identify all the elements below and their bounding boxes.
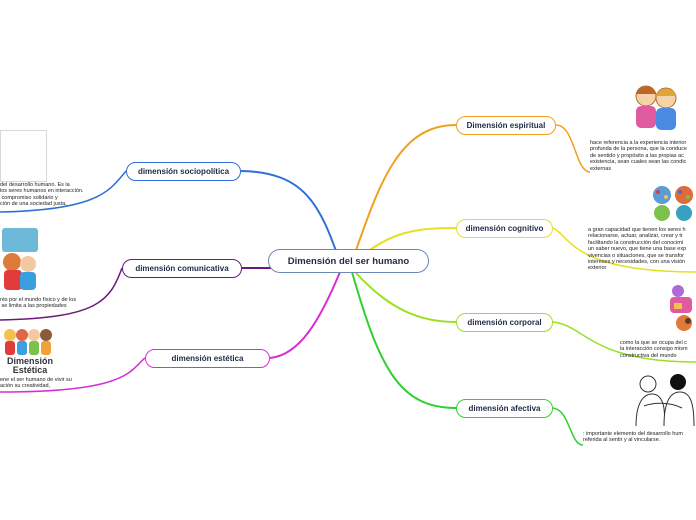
node-estetica[interactable]: dimensión estética <box>145 349 270 368</box>
branch-corporal <box>354 271 457 323</box>
spiritual-children-illustration <box>635 85 677 130</box>
node-corporal-label: dimensión corporal <box>467 318 542 327</box>
hug-coloring-illustration <box>635 374 695 427</box>
leaf-comunicativa <box>0 267 123 321</box>
children-illustration <box>2 228 38 290</box>
note-comunicativa: rés por el mundo físico y de los se limi… <box>0 297 77 310</box>
leaf-corporal <box>552 321 696 363</box>
node-comunicativa-label: dimensión comunicativa <box>135 264 229 273</box>
branch-sociopolitica <box>240 170 341 263</box>
central-topic-label: Dimensión del ser humano <box>287 255 410 267</box>
leaf-espiritual <box>555 124 591 173</box>
node-afectiva-label: dimensión afectiva <box>468 404 541 413</box>
note-sociopolitica: del desarrollo humano. Es la los seres h… <box>0 182 84 208</box>
note-cognitivo: a gran capacidad que tienen los seres h … <box>588 227 687 272</box>
branch-afectiva <box>351 271 457 409</box>
node-sociopolitica-label: dimensión sociopolítica <box>137 167 230 176</box>
estetica-image-title: Dimensión Estética <box>6 356 53 375</box>
central-topic[interactable]: Dimensión del ser humano <box>268 249 429 273</box>
toys-illustration <box>670 285 692 331</box>
note-corporal: como la que se ocupa del c la interacció… <box>620 340 688 359</box>
branch-espiritual <box>351 124 457 263</box>
note-espiritual: hace referencia a la experiencia interio… <box>590 140 687 172</box>
brain-heads-illustration <box>653 186 693 221</box>
branch-estetica <box>269 271 341 359</box>
leaf-estetica <box>0 357 146 393</box>
node-comunicativa[interactable]: dimensión comunicativa <box>122 259 242 278</box>
node-estetica-label: dimensión estética <box>171 354 244 363</box>
note-estetica: ene el ser humano de vivir su ación su c… <box>0 377 72 390</box>
node-espiritual-label: Dimensión espiritual <box>466 121 546 130</box>
node-afectiva[interactable]: dimensión afectiva <box>456 399 553 418</box>
node-cognitivo-label: dimensión cognitivo <box>465 224 544 233</box>
node-espiritual[interactable]: Dimensión espiritual <box>456 116 556 135</box>
leaf-sociopolitica <box>0 170 127 213</box>
node-corporal[interactable]: dimensión corporal <box>456 313 553 332</box>
leaf-afectiva <box>552 407 584 446</box>
blank-image-frame <box>0 130 47 182</box>
node-cognitivo[interactable]: dimensión cognitivo <box>456 219 553 238</box>
leaf-cognitivo <box>552 227 696 273</box>
estetica-kids-image <box>4 329 52 355</box>
note-afectiva: : importante elemento del desarrollo hum… <box>583 431 683 444</box>
node-sociopolitica[interactable]: dimensión sociopolítica <box>126 162 241 181</box>
